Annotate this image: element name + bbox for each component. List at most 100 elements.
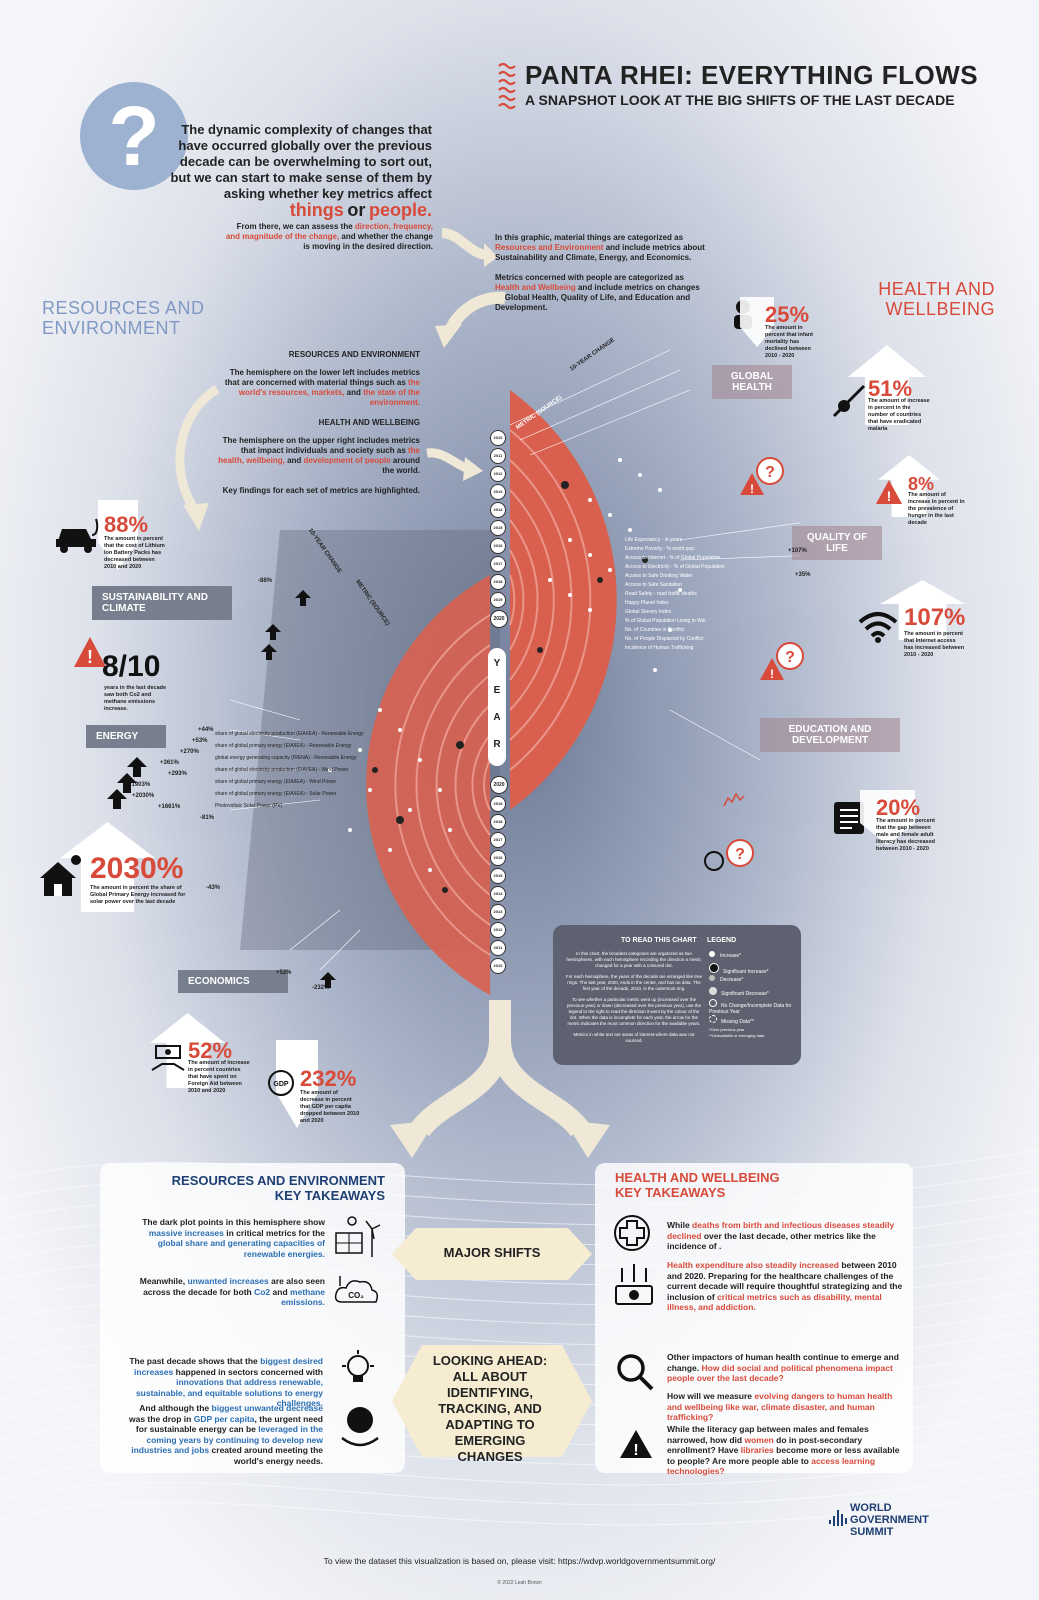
category-education: EDUCATION AND DEVELOPMENT <box>760 718 900 752</box>
money-growth-icon <box>615 1264 653 1305</box>
lightbulb-icon <box>342 1350 374 1382</box>
year-axis-top: 2010 2011 2012 2013 2014 2015 2016 2017 … <box>490 430 508 628</box>
legend-p1: In this chart, the broadest categories a… <box>566 951 702 968</box>
stat-51-desc: The amount of increase in percent in the… <box>868 398 930 432</box>
warning-triangle-icon: ! <box>620 1430 652 1459</box>
year-dot: 2011 <box>490 940 506 956</box>
metric-solar-primary: share of global primary energy (EIA/IEA)… <box>215 791 337 797</box>
stat-107-value: 107% <box>904 604 966 631</box>
sustainability-up-arrows-icon <box>261 590 311 660</box>
intro-things: things <box>289 200 344 220</box>
co2-cloud-icon: CO₂ <box>334 1276 379 1303</box>
health-takeaway-2: Health expenditure also steadily increas… <box>667 1260 903 1312</box>
metric-sanitation: Access to Safe Sanitation <box>625 582 682 588</box>
question-globe-icon: ? <box>704 839 754 871</box>
earth-plant-icon <box>341 1407 379 1447</box>
major-shifts-hex <box>392 1228 592 1280</box>
stat-2030-desc: The amount in percent the share of Globa… <box>90 885 186 905</box>
svg-text:GDP: GDP <box>273 1081 289 1088</box>
svg-text:?: ? <box>765 464 775 481</box>
year-dot: 2017 <box>490 556 506 572</box>
year-dot: 2016 <box>490 850 506 866</box>
intro-people: people. <box>368 200 432 220</box>
question-warning-icon: ? ! <box>740 457 784 496</box>
stat-51-value: 51% <box>868 376 913 401</box>
footer-link-text[interactable]: To view the dataset this visualization i… <box>323 1556 716 1566</box>
intro-or: or <box>347 200 366 220</box>
year-dot: 2013 <box>490 484 506 500</box>
year-dot: 2019 <box>490 592 506 608</box>
metric-slavery: Global Slavery Index <box>625 609 672 615</box>
qol-change-35: +35% <box>795 572 811 578</box>
category-global-health: GLOBAL HEALTH <box>712 365 792 399</box>
assess-text: From there, we can assess the direction,… <box>225 222 433 251</box>
resources-takeaway-2: Meanwhile, unwanted increases are also s… <box>139 1276 325 1307</box>
metric-water: Access to Safe Drinking Water <box>625 573 693 579</box>
legend-sig-increase: Significant Increase* <box>723 969 769 975</box>
split-arrows-icon <box>390 1000 610 1158</box>
year-dot: 2015 <box>490 520 506 536</box>
curved-arrow-icon <box>435 291 506 348</box>
legend-increase: Increase* <box>720 953 742 959</box>
stat-107-desc: The amount in percent that Internet acce… <box>904 631 965 658</box>
svg-text:!: ! <box>87 647 93 667</box>
legend-footnote1: *Over previous year <box>709 1027 745 1032</box>
qol-change-107: +107% <box>788 548 807 554</box>
intro-text: The dynamic complexity of changes that h… <box>170 122 432 220</box>
svg-text:!: ! <box>633 1442 638 1459</box>
magnifier-icon <box>617 1354 654 1391</box>
categorize-text: In this graphic, material things are cat… <box>495 233 705 312</box>
warning-icon: ! <box>74 637 106 667</box>
central-chart <box>229 349 800 995</box>
explain-text: RESOURCES AND ENVIRONMENT The hemisphere… <box>218 350 420 495</box>
legend-p4: Metrics in white text are areas of inter… <box>573 1032 695 1043</box>
svg-text:!: ! <box>750 482 754 496</box>
category-sustainability: SUSTAINABILITY AND CLIMATE <box>92 586 232 620</box>
resources-section-head: RESOURCES AND ENVIRONMENT <box>42 298 205 338</box>
year-dot: 2011 <box>490 448 506 464</box>
legend-missing: Missing Data** <box>721 1019 754 1025</box>
metric-renewable-elec: share of global electricity production (… <box>215 731 364 737</box>
metric-displaced: No. of People Displaced by Conflict <box>625 636 704 642</box>
quality-of-life-metrics: Life Expectancy - in years Extreme Pover… <box>625 536 785 653</box>
resources-hemisphere <box>366 575 490 995</box>
year-dot: 2012 <box>490 922 506 938</box>
energy-change-labels: +44% +53% +270% +361% +293% +1903% +2030… <box>128 727 215 821</box>
chart-bars-icon <box>723 792 745 807</box>
question-mark-icon: ? <box>80 82 188 190</box>
year-dot: 2018 <box>490 574 506 590</box>
health-section-head: HEALTH AND WELLBEING <box>878 279 995 319</box>
stat-25-desc: The amount in percent that infant mortal… <box>765 325 813 359</box>
stat-88-value: 88% <box>104 512 149 537</box>
category-energy: ENERGY <box>86 725 166 748</box>
economics-change-232: -232% <box>312 985 330 991</box>
legend-p3: To see whether a particular metric went … <box>566 997 702 1026</box>
year-dot: 2013 <box>490 904 506 920</box>
category-quality-of-life: QUALITY OF LIFE <box>792 526 882 560</box>
stat-232-desc: The amount of decrease in percent that G… <box>300 1090 360 1124</box>
legend-no-change: No Change/Incomplete Data for Previous Y… <box>709 1003 792 1015</box>
stat-88-desc: The amount in percent that the cost of L… <box>104 536 165 570</box>
energy-up-arrows-icon <box>107 757 147 809</box>
stat-20-desc: The amount in percent that the gap betwe… <box>876 818 936 852</box>
stat-810-desc: years in the last decade saw both Co2 an… <box>104 685 167 712</box>
explain-arrow-left-icon <box>175 385 220 531</box>
year-axis-bottom: 2020 2019 2018 2017 2016 2015 2014 2013 … <box>490 776 508 974</box>
metric-war: % of Global Population Living in War <box>625 618 706 624</box>
metric-wind-elec: share of global electricity production (… <box>215 767 349 773</box>
metric-road-safety: Road Safety - road traffic deaths <box>625 591 697 597</box>
wgs-logo-icon <box>829 1510 847 1526</box>
gdp-globe-icon: GDP <box>268 1070 294 1096</box>
legend-footnote2: **Unavailable or emerging data <box>709 1033 765 1038</box>
year-dot: 2014 <box>490 886 506 902</box>
stat-20-value: 20% <box>876 795 921 820</box>
metric-wind-primary: share of global primary energy (EIA/IEA)… <box>215 779 337 785</box>
stat-232-value: 232% <box>300 1066 357 1091</box>
health-hemisphere <box>510 390 617 810</box>
warning-hunger-icon: ! <box>876 480 902 504</box>
year-dot: 2017 <box>490 832 506 848</box>
svg-text:?: ? <box>785 649 795 666</box>
